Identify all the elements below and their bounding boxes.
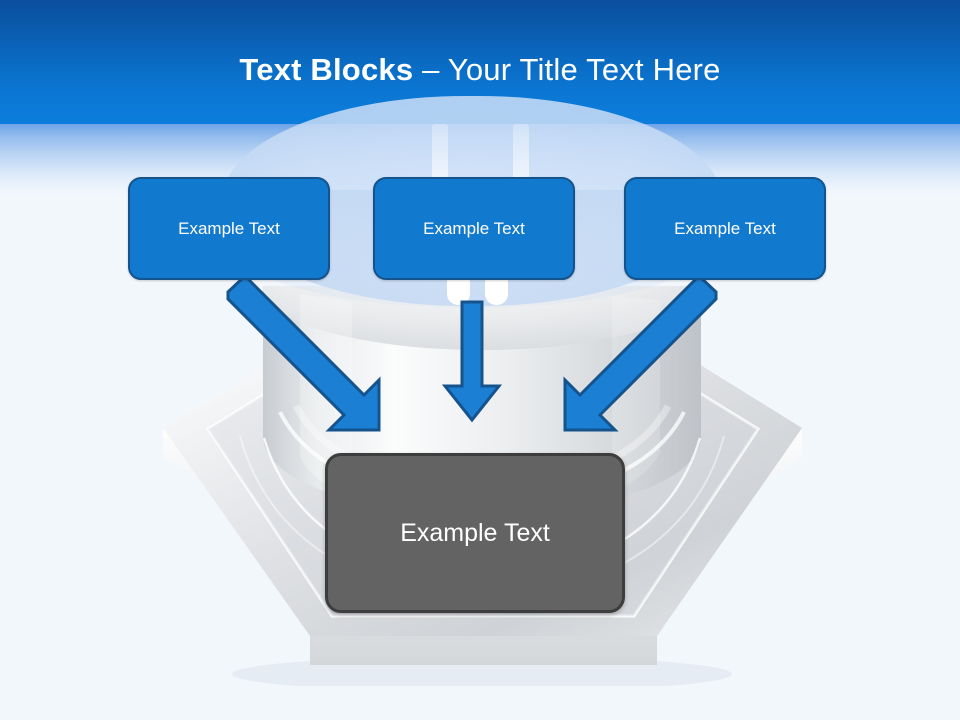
text-block-3-label: Example Text [674,218,776,238]
arrow-left [226,273,381,432]
plug-prong-bottom-right [485,277,508,305]
page-title-bold: Text Blocks [239,52,414,87]
arrow-center [441,300,503,423]
result-block[interactable]: Example Text [325,453,625,613]
page-title-separator: – [413,52,448,87]
text-block-1-label: Example Text [178,218,280,238]
plug-prong-top-left [432,124,448,182]
result-block-label: Example Text [400,518,550,547]
text-block-1[interactable]: Example Text [128,177,330,280]
text-block-3[interactable]: Example Text [624,177,826,280]
cylinder-top [263,286,701,350]
page-title-light: Your Title Text Here [447,52,721,87]
text-block-2-label: Example Text [423,218,525,238]
plug-prong-bottom-left [447,277,470,305]
plug-prong-top-right [513,124,529,182]
arrow-right [563,273,718,432]
text-block-2[interactable]: Example Text [373,177,575,280]
page-title: Text Blocks – Your Title Text Here [0,52,960,88]
